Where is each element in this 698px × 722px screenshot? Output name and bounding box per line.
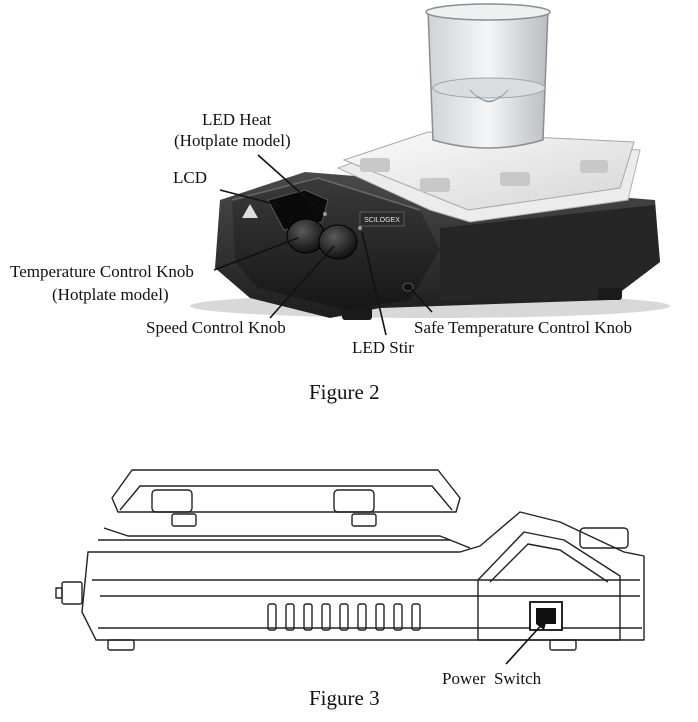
hotplate-top <box>342 131 635 211</box>
side-connector-pin <box>55 587 63 599</box>
caption-figure-3: Figure 3 <box>309 686 380 710</box>
brand-badge <box>359 211 405 227</box>
label-temperature-knob-sub: (Hotplate model) <box>52 285 169 304</box>
side-connector <box>61 581 83 605</box>
side-skirt <box>103 527 471 549</box>
plate-tab-back <box>580 160 608 173</box>
speed-knob <box>318 224 358 260</box>
side-tab-left <box>151 489 193 513</box>
warning-triangle-icon <box>242 204 258 218</box>
side-foot-bottom-right <box>549 639 577 651</box>
foot-front <box>342 306 372 320</box>
leader-led-stir <box>361 231 387 336</box>
beaker-rim <box>425 3 551 21</box>
side-panel-slope <box>477 531 621 641</box>
leader-speed-knob <box>269 245 335 319</box>
side-panel-slope-inner <box>489 543 609 583</box>
power-switch-rocker <box>536 608 556 624</box>
leader-power-switch <box>505 619 547 665</box>
label-power-switch: Power Switch <box>442 669 542 688</box>
side-body <box>81 511 645 641</box>
side-foot-right <box>351 513 377 527</box>
side-foot-left <box>171 513 197 527</box>
plate-tab-right <box>500 172 530 186</box>
label-temperature-knob: Temperature Control Knob <box>10 262 194 281</box>
side-tab-right <box>333 489 375 513</box>
label-safe-temp-knob: Safe Temperature Control Knob <box>414 318 633 337</box>
side-foot-bottom-left <box>107 639 135 651</box>
led-heat-dot <box>323 212 327 216</box>
plate-tab-left <box>360 158 390 172</box>
side-knob <box>579 527 629 549</box>
side-plate-top <box>111 469 461 513</box>
figure2-leader-lines <box>213 154 433 336</box>
panel-edge <box>231 177 421 211</box>
label-speed-knob: Speed Control Knob <box>146 318 286 337</box>
stirrer-side <box>440 205 660 300</box>
label-led-heat-sub: (Hotplate model) <box>174 131 291 150</box>
label-lcd: LCD <box>173 168 207 187</box>
side-vents <box>267 603 421 631</box>
brand-logo-text: SCILOGEX <box>364 217 400 224</box>
beaker-liquid-surface <box>432 77 546 99</box>
leader-power-arrow <box>536 616 548 630</box>
leader-temp-knob <box>213 237 299 271</box>
beaker-vortex <box>469 89 509 103</box>
leader-safe-temp <box>409 287 433 313</box>
caption-figure-2: Figure 2 <box>309 380 380 404</box>
plate-tab-front <box>420 178 450 192</box>
leader-lcd <box>219 189 279 206</box>
side-plate-inner <box>119 485 453 511</box>
label-led-heat: LED Heat <box>202 110 272 129</box>
led-stir-dot <box>358 226 362 230</box>
label-led-stir: LED Stir <box>352 338 414 357</box>
leader-led-heat <box>257 154 323 213</box>
foot-right <box>598 288 622 300</box>
